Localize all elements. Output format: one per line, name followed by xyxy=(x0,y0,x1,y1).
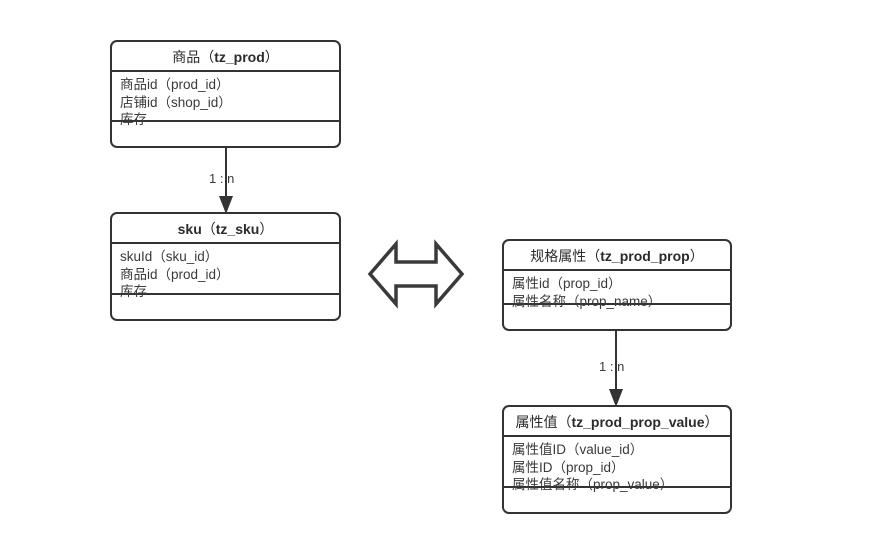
double-arrow-icon xyxy=(367,239,465,309)
field-row: 商品id（prod_id） xyxy=(120,266,230,282)
entity-title-latin: tz_prod_prop_value xyxy=(571,414,705,430)
field-row: skuId（sku_id） xyxy=(120,249,219,264)
entity-fields-tz-sku: skuId（sku_id） 商品id（prod_id） 库存 xyxy=(112,244,339,299)
entity-title-latin: tz_prod_prop xyxy=(600,248,690,264)
entity-title-cn: 商品 xyxy=(172,49,201,65)
field-row: 属性值名称（prop_value） xyxy=(512,477,674,492)
connector-label-prop-to-propvalue: 1 : n xyxy=(599,359,625,374)
field-row: 库存 xyxy=(120,284,147,299)
entity-fields-tz-prod: 商品id（prod_id） 店铺id（shop_id） 库存 xyxy=(112,72,339,127)
entity-title-open-paren: （ xyxy=(557,414,572,430)
entity-title-close-paren: ） xyxy=(264,49,279,65)
entity-title-tz-sku: sku（tz_sku） xyxy=(112,214,339,244)
entity-box-tz-prod-prop[interactable]: 规格属性（tz_prod_prop） 属性id（prop_id） 属性名称（pr… xyxy=(502,239,732,331)
field-row: 商品id（prod_id） xyxy=(120,77,230,92)
entity-title-tz-prod-prop: 规格属性（tz_prod_prop） xyxy=(504,241,730,271)
entity-title-close-paren: ） xyxy=(689,248,704,264)
entity-title-tz-prod-prop-value: 属性值（tz_prod_prop_value） xyxy=(504,407,730,437)
entity-title-close-paren: ） xyxy=(259,221,274,237)
entity-title-close-paren: ） xyxy=(704,414,719,430)
field-row: 库存 xyxy=(120,112,147,127)
entity-title-tz-prod: 商品（tz_prod） xyxy=(112,42,339,72)
field-row: 属性id（prop_id） xyxy=(512,276,622,291)
field-row: 属性值ID（value_id） xyxy=(512,442,644,457)
entity-fields-tz-prod-prop-value: 属性值ID（value_id） 属性ID（prop_id） 属性值名称（prop… xyxy=(504,437,730,492)
entity-title-cn: 规格属性 xyxy=(530,248,587,264)
connector-label-prod-to-sku: 1 : n xyxy=(209,171,235,186)
entity-box-tz-prod[interactable]: 商品（tz_prod） 商品id（prod_id） 店铺id（shop_id） … xyxy=(110,40,341,148)
field-row: 属性ID（prop_id） xyxy=(512,459,625,475)
entity-title-open-paren: （ xyxy=(200,49,215,65)
entity-title-open-paren: （ xyxy=(586,248,601,264)
entity-title-latin: tz_sku xyxy=(215,221,260,237)
connector-prop-to-propvalue xyxy=(609,329,623,407)
entity-title-open-paren: （ xyxy=(201,221,216,237)
entity-box-tz-sku[interactable]: sku（tz_sku） skuId（sku_id） 商品id（prod_id） … xyxy=(110,212,341,321)
field-row: 属性名称（prop_name） xyxy=(512,293,662,309)
entity-title-cn: sku xyxy=(177,221,202,237)
entity-box-tz-prod-prop-value[interactable]: 属性值（tz_prod_prop_value） 属性值ID（value_id） … xyxy=(502,405,732,514)
field-row: 店铺id（shop_id） xyxy=(120,94,232,110)
entity-title-cn: 属性值 xyxy=(515,414,558,430)
connector-prod-to-sku xyxy=(219,146,233,214)
entity-title-latin: tz_prod xyxy=(214,49,265,65)
entity-fields-tz-prod-prop: 属性id（prop_id） 属性名称（prop_name） xyxy=(504,271,730,309)
